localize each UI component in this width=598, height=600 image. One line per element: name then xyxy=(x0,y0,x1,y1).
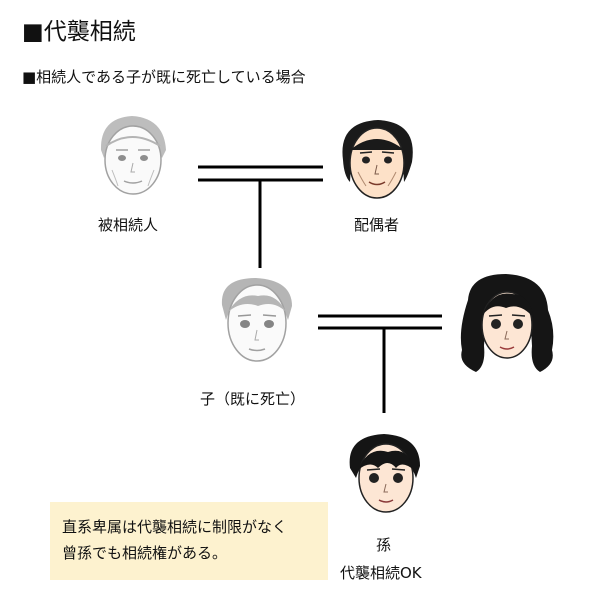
note-line-1: 直系卑属は代襲相続に制限がなく xyxy=(62,518,288,536)
grandchild-label: 孫 xyxy=(376,536,392,554)
child-label: 子（既に死亡） xyxy=(200,390,306,408)
decedent-label: 被相続人 xyxy=(98,216,159,234)
note-line-2: 曾孫でも相続権がある。 xyxy=(62,544,228,562)
page-subtitle: ■相続人である子が既に死亡している場合 xyxy=(22,68,306,86)
page-title: ■代襲相続 xyxy=(22,19,136,45)
spouse-face-icon xyxy=(342,120,413,199)
decedent-face-icon xyxy=(100,116,166,195)
note-box: 直系卑属は代襲相続に制限がなく 曾孫でも相続権がある。 xyxy=(50,502,328,580)
marriage-line-parents xyxy=(198,165,323,182)
grandchild-face-icon xyxy=(349,434,420,513)
child-face-icon xyxy=(221,278,292,362)
grandchild-status-label: 代襲相続OK xyxy=(340,564,422,582)
spouse-label: 配偶者 xyxy=(354,216,400,234)
marriage-line-child xyxy=(318,314,442,330)
child-spouse-face-icon xyxy=(460,274,554,372)
